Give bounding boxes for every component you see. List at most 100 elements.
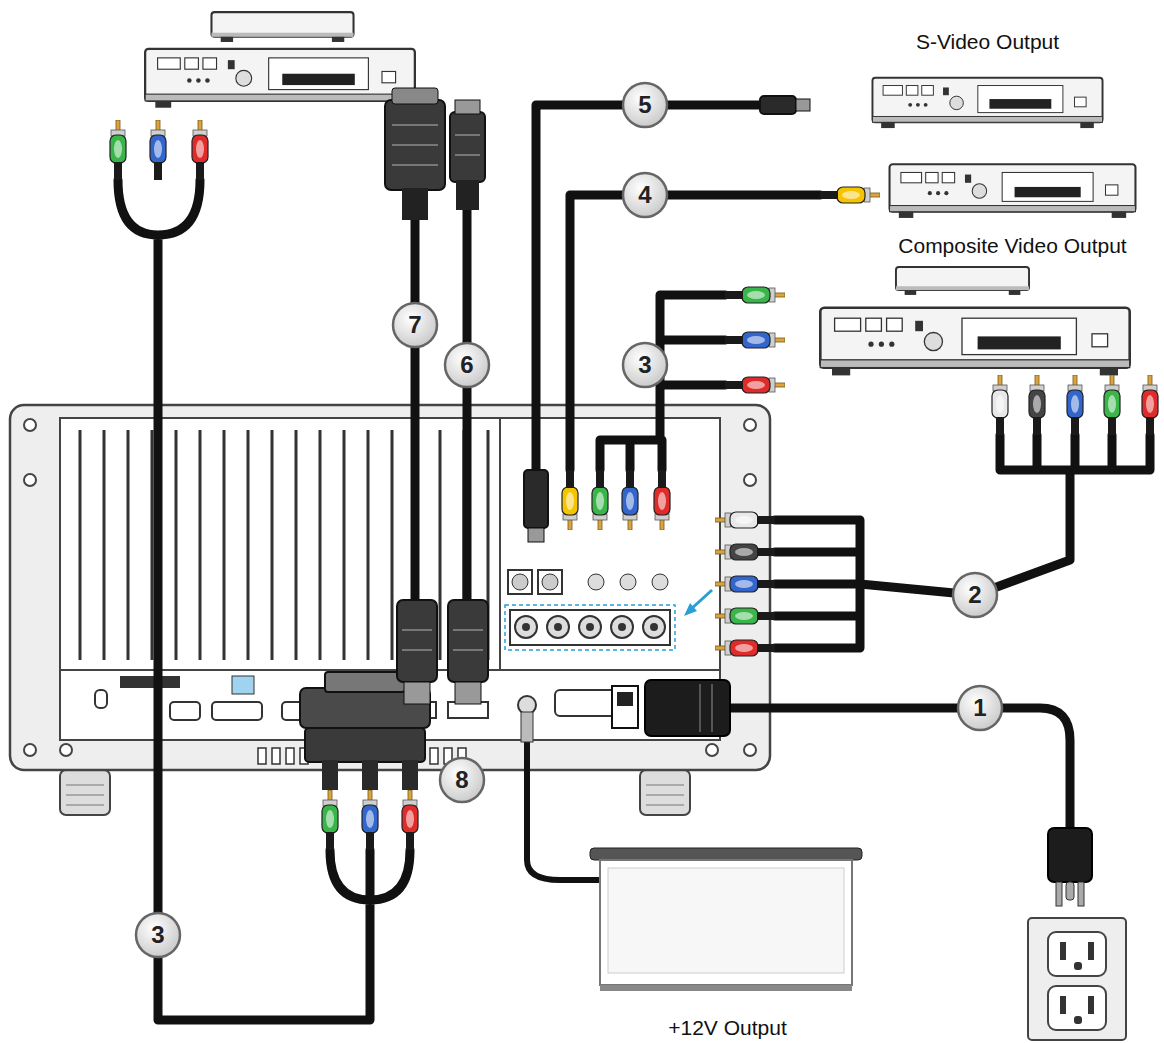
drawing-part xyxy=(890,164,1136,218)
drawing-part xyxy=(646,795,684,796)
drawing-part xyxy=(79,430,82,660)
drawing-part xyxy=(247,430,250,660)
drawing-part xyxy=(66,805,104,806)
drawing-part xyxy=(118,180,410,1020)
drawing-part xyxy=(562,470,578,530)
drawing-part xyxy=(760,96,796,114)
drawing-part xyxy=(322,760,338,790)
device-caption: Composite Video Output xyxy=(898,234,1126,258)
callout-number: 3 xyxy=(623,343,667,387)
drawing-part xyxy=(392,144,438,146)
drawing-part xyxy=(319,430,322,660)
drawing-part xyxy=(725,287,785,303)
drawing-part xyxy=(404,682,430,704)
drawing-part xyxy=(455,134,480,136)
drawing-part xyxy=(528,528,544,542)
drawing-part xyxy=(600,860,852,985)
drawing-part xyxy=(652,574,668,590)
drawing-part xyxy=(570,195,820,470)
drawing-part xyxy=(60,770,110,815)
drawing-part xyxy=(367,430,370,660)
drawing-part xyxy=(1074,962,1082,970)
drawing-part xyxy=(1074,1016,1082,1024)
drawing-part xyxy=(538,570,562,594)
drawing-part xyxy=(212,702,262,720)
drawing-part xyxy=(953,573,997,617)
drawing-part xyxy=(1088,942,1094,960)
drawing-part xyxy=(448,600,488,682)
drawing-part xyxy=(103,430,106,660)
drawing-part xyxy=(232,676,254,694)
drawing-part xyxy=(646,805,684,806)
drawing-part xyxy=(211,12,353,42)
drawing-part xyxy=(1056,882,1062,906)
drawing-part xyxy=(343,430,346,660)
drawing-part xyxy=(522,623,530,631)
drawing-part xyxy=(715,640,775,656)
drawing-part xyxy=(453,629,483,631)
drawing-part xyxy=(1066,882,1074,900)
drawing-part xyxy=(555,690,620,716)
drawing-part xyxy=(450,112,485,182)
drawing-part xyxy=(362,790,378,850)
drawing-part xyxy=(623,173,667,217)
drawing-part xyxy=(512,574,528,590)
drawing-part xyxy=(623,343,667,387)
drawing-part xyxy=(820,308,1129,376)
drawing-part xyxy=(725,332,785,348)
drawing-part xyxy=(640,770,690,815)
drawing-part xyxy=(362,760,378,790)
drawing-part xyxy=(725,332,785,348)
drawing-part xyxy=(415,210,467,600)
drawing-part xyxy=(175,430,178,660)
drawing-part xyxy=(258,748,266,764)
drawing-part xyxy=(455,682,481,704)
drawing-part xyxy=(699,684,701,732)
drawing-part xyxy=(518,696,536,714)
drawing-part xyxy=(455,100,480,114)
drawing-part xyxy=(744,419,756,431)
drawing-part xyxy=(592,470,608,530)
drawing-part xyxy=(706,744,718,756)
drawing-part xyxy=(1067,375,1083,435)
drawing-part xyxy=(1028,918,1126,1040)
drawing-part xyxy=(715,544,775,560)
drawing-part xyxy=(711,684,713,732)
drawing-part xyxy=(958,686,1002,730)
drawing-part xyxy=(24,419,36,431)
drawing-part xyxy=(715,608,775,624)
drawing-part xyxy=(521,712,533,742)
drawing-part xyxy=(440,758,484,802)
drawing-part xyxy=(730,708,1070,830)
drawing-part xyxy=(896,267,1029,295)
cables xyxy=(118,105,1150,1020)
drawing-part xyxy=(715,544,775,560)
drawing-part xyxy=(445,343,489,387)
drawing-part xyxy=(60,744,72,756)
drawing-part xyxy=(402,629,432,631)
callout-number: 7 xyxy=(393,303,437,347)
drawing-part xyxy=(150,120,166,180)
drawing-part xyxy=(393,303,437,347)
drawing-part xyxy=(199,430,202,660)
drawing-part xyxy=(715,576,775,592)
callout-number: 8 xyxy=(440,758,484,802)
drawing-part xyxy=(820,187,880,203)
drawing-part xyxy=(170,702,200,720)
drawing-part xyxy=(725,377,785,393)
drawing-part xyxy=(992,375,1008,435)
drawing-part xyxy=(392,124,438,126)
drawing-part xyxy=(622,470,638,530)
drawing-part xyxy=(579,616,601,638)
drawing-part xyxy=(623,83,667,127)
drawing-part xyxy=(1060,996,1066,1014)
drawing-part xyxy=(66,785,104,786)
drawing-part xyxy=(120,676,180,688)
callout-number: 6 xyxy=(445,343,489,387)
drawing-part xyxy=(796,99,810,111)
callout-number: 2 xyxy=(953,573,997,617)
drawing-part xyxy=(127,430,130,660)
callout-number: 1 xyxy=(958,686,1002,730)
drawing-part xyxy=(1078,882,1084,906)
